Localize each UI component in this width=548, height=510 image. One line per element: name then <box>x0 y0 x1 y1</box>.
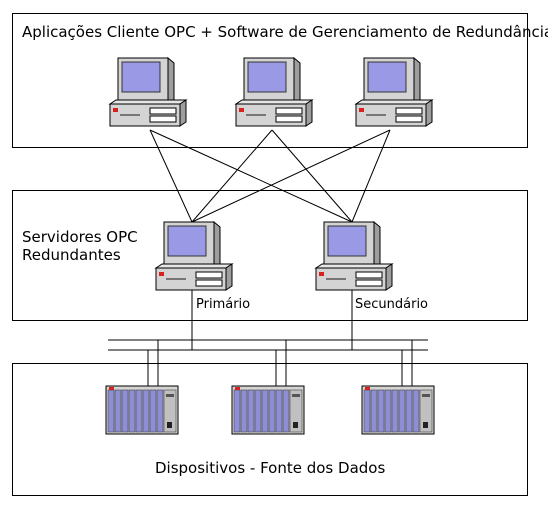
secondary-server-label: Secundário <box>355 297 429 312</box>
link-client3-primary <box>191 129 391 223</box>
redundant-servers-title-line1: Servidores OPC <box>22 228 138 246</box>
plc-device-3-icon <box>361 385 435 435</box>
link-client2-secondary <box>271 129 353 223</box>
plc-device-2-icon <box>231 385 305 435</box>
plc-device-1-icon <box>105 385 179 435</box>
data-source-devices-title: Dispositivos - Fonte dos Dados <box>155 459 386 477</box>
primary-server-label: Primário <box>196 297 251 312</box>
client-applications-title: Aplicações Cliente OPC + Software de Ger… <box>22 23 548 41</box>
redundant-servers-panel <box>12 190 528 321</box>
link-client3-secondary <box>351 129 391 223</box>
link-client2-primary <box>191 129 273 223</box>
client-computer-1-icon <box>109 57 187 127</box>
secondary-server-computer-icon <box>315 221 393 291</box>
link-client1-primary <box>149 129 193 223</box>
client-computer-2-icon <box>235 57 313 127</box>
client-computer-3-icon <box>355 57 433 127</box>
primary-server-computer-icon <box>155 221 233 291</box>
link-client1-secondary <box>149 129 353 223</box>
redundant-servers-title-line2: Redundantes <box>22 246 121 264</box>
